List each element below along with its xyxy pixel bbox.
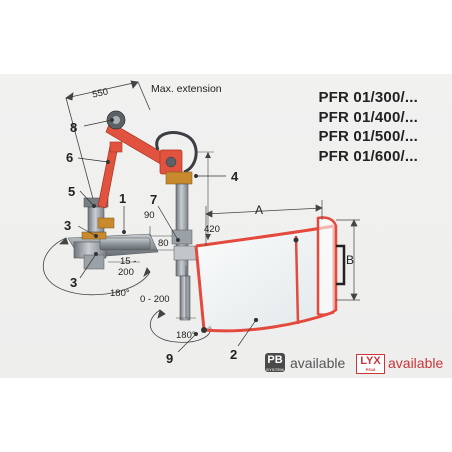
- max-extension-label: Max. extension: [151, 83, 222, 95]
- callout-1: 1: [119, 191, 126, 206]
- dimension-a: [205, 200, 323, 246]
- callout-6: 8: [70, 120, 77, 135]
- dim-15-label: 15 -: [120, 256, 136, 267]
- callout-7: 7: [150, 192, 157, 207]
- base-rotation-arc: [42, 237, 151, 296]
- extension-dimension: [65, 80, 151, 211]
- pb-badge-text: PB: [267, 354, 283, 366]
- dim-0-200-label: 0 - 200: [140, 294, 170, 305]
- callout-9: 2: [230, 347, 237, 362]
- lyx-badge-text: LYX: [360, 355, 381, 367]
- callout-4: 5: [68, 184, 75, 199]
- model-list: PFR 01/300/... PFR 01/400/... PFR 01/500…: [318, 88, 418, 166]
- model-item: PFR 01/600/...: [318, 147, 418, 165]
- callout-2: 3: [70, 275, 77, 290]
- lyx-logo: LYX PS18: [356, 354, 385, 374]
- dim-420-label: 420: [204, 224, 220, 235]
- protective-guard: [194, 216, 346, 333]
- dim-80-label: 80: [158, 238, 169, 249]
- dim-b-label: B: [346, 253, 354, 267]
- model-item: PFR 01/500/...: [318, 128, 418, 145]
- dim-550-label: 550: [91, 86, 109, 100]
- dim-90-label: 90: [144, 210, 155, 221]
- pb-system-logo: PB SYSTEM: [265, 353, 285, 372]
- callout-leaders: [77, 118, 259, 353]
- pb-available-text: available: [290, 355, 346, 371]
- tool-holder: [83, 197, 115, 233]
- angle-base-label: 180°: [110, 288, 130, 299]
- dimension-b: [336, 219, 360, 301]
- lyx-available-text: available: [388, 355, 444, 371]
- model-item: PFR 01/400/...: [318, 108, 418, 126]
- lyx-badge-sub: PS18: [365, 367, 376, 372]
- dim-200-label: 200: [118, 267, 134, 278]
- model-item: PFR 01/300/...: [318, 89, 418, 106]
- callout-5: 6: [66, 150, 73, 165]
- callout-8: 9: [166, 351, 173, 366]
- callout-3-right: 4: [231, 169, 239, 184]
- articulated-arm: [97, 110, 198, 209]
- dim-a-label: A: [255, 203, 263, 217]
- pb-badge-sub: SYSTEM: [266, 367, 284, 372]
- callout-3-left: 3: [64, 218, 71, 233]
- angle-guard-label: 180°: [176, 330, 196, 341]
